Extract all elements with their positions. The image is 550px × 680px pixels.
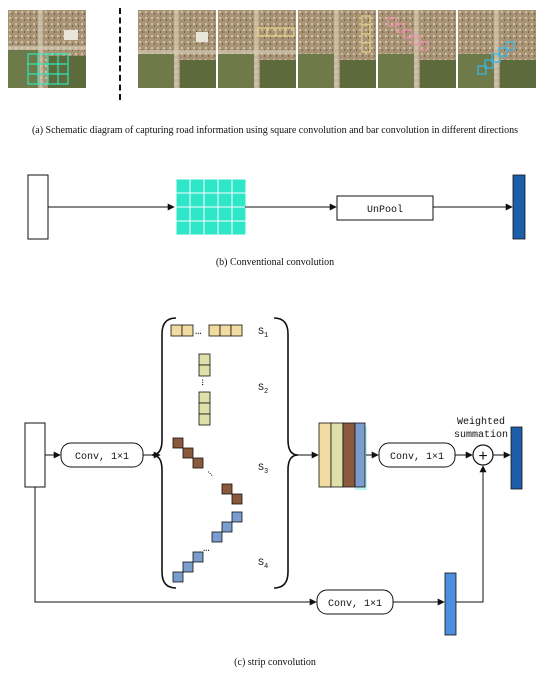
satellite-image-vertical-strip <box>298 10 376 88</box>
kernel-cell <box>217 206 233 222</box>
kernel-cell <box>217 178 233 194</box>
s3-ellipsis: … <box>205 466 218 479</box>
s3-cell <box>221 483 233 495</box>
s1-cell <box>208 324 221 337</box>
s4-ellipsis: … <box>203 543 210 555</box>
kernel-cell <box>189 178 205 194</box>
kernel-cell <box>189 220 205 236</box>
kernel-cell <box>217 192 233 208</box>
s2-label: S2 <box>258 383 268 396</box>
kernel-cell <box>231 220 247 236</box>
panel-c-caption: (c) strip convolution <box>234 657 316 668</box>
s2-cell <box>198 364 211 377</box>
strip-output-feature-map <box>510 426 523 490</box>
s3-cell <box>192 457 204 469</box>
s1-cell <box>230 324 243 337</box>
s2-ellipsis: … <box>198 379 210 386</box>
panel-a-caption: (a) Schematic diagram of capturing road … <box>31 125 519 136</box>
arrow-shortcut-to-sum <box>456 465 487 603</box>
kernel-cell <box>189 206 205 222</box>
kernel-cell <box>203 220 219 236</box>
weighted-label: Weighted <box>457 416 505 428</box>
conv-bottom-label: Conv, 1×1 <box>328 599 382 610</box>
s3-cell <box>231 493 243 505</box>
s1-cell <box>181 324 194 337</box>
stack-layer-s3 <box>342 422 356 488</box>
s3-label: S3 <box>258 463 268 476</box>
s3-cell <box>182 447 194 459</box>
kernel-cell <box>231 178 247 194</box>
s2-cell <box>198 391 211 404</box>
s2-cell <box>198 353 211 366</box>
horizontal-strip-overlay <box>257 27 295 37</box>
shortcut-feature-map <box>444 572 457 636</box>
s4-cell <box>231 511 243 523</box>
conventional-kernel-grid <box>175 178 247 236</box>
plus-symbol: + <box>478 448 488 466</box>
kernel-cell <box>175 220 191 236</box>
kernel-cell <box>203 178 219 194</box>
kernel-cell <box>231 192 247 208</box>
diagonal-up-strip-overlay <box>477 41 515 75</box>
panel-c: Conv, 1×1 … … <box>24 317 523 636</box>
s4-cell <box>221 521 233 533</box>
strip-s2-vertical: … <box>198 353 211 426</box>
panel-b-caption: (b) Conventional convolution <box>215 257 335 268</box>
concatenated-feature-maps <box>318 422 367 490</box>
unpool-label: UnPool <box>367 204 403 216</box>
output-feature-map <box>512 174 526 240</box>
satellite-image-diagonal-down-strip <box>378 10 456 88</box>
satellite-image-square-conv <box>8 10 86 88</box>
satellite-image-diagonal-up-strip <box>458 10 536 88</box>
vertical-strip-overlay <box>361 15 371 53</box>
kernel-cell <box>175 178 191 194</box>
kernel-cell <box>189 192 205 208</box>
s4-cell <box>211 531 223 543</box>
kernel-cell <box>203 206 219 222</box>
stack-layer-s2 <box>330 422 344 488</box>
satellite-image-horizontal-strip <box>218 10 296 88</box>
s4-cell <box>172 571 184 583</box>
kernel-cell <box>175 192 191 208</box>
unpool-box <box>336 195 434 221</box>
strip-s4-diagonal-up: … <box>172 511 243 583</box>
s1-cell <box>170 324 183 337</box>
kernel-cell <box>203 192 219 208</box>
s1-ellipsis: … <box>195 326 202 338</box>
s3-cell <box>172 437 184 449</box>
kernel-cell <box>231 206 247 222</box>
diagonal-down-strip-overlay <box>387 17 429 51</box>
panel-a-divider <box>119 8 121 100</box>
kernel-cell <box>217 220 233 236</box>
summation-label: summation <box>454 429 508 441</box>
s4-cell <box>192 551 204 563</box>
stack-layer-s4 <box>354 422 366 488</box>
s4-label: S4 <box>258 558 268 571</box>
s4-cell <box>182 561 194 573</box>
s2-cell <box>198 402 211 415</box>
input-feature-map <box>27 174 49 240</box>
strip-s3-diagonal-down: … <box>172 437 243 505</box>
strip-s1-horizontal: … <box>170 324 243 338</box>
square-kernel-overlay <box>27 53 69 85</box>
left-brace <box>151 317 177 589</box>
stack-layer-s1 <box>318 422 332 488</box>
s2-cell <box>198 413 211 426</box>
kernel-cell <box>175 206 191 222</box>
conv-left-label: Conv, 1×1 <box>75 452 129 463</box>
satellite-image-1 <box>138 10 216 88</box>
panel-b: UnPool <box>27 174 526 240</box>
shortcut-path <box>34 487 317 606</box>
conv-right-label: Conv, 1×1 <box>390 452 444 463</box>
s1-cell <box>219 324 232 337</box>
right-brace <box>273 317 299 589</box>
s1-label: S1 <box>258 327 268 340</box>
strip-input-feature-map <box>24 422 46 488</box>
